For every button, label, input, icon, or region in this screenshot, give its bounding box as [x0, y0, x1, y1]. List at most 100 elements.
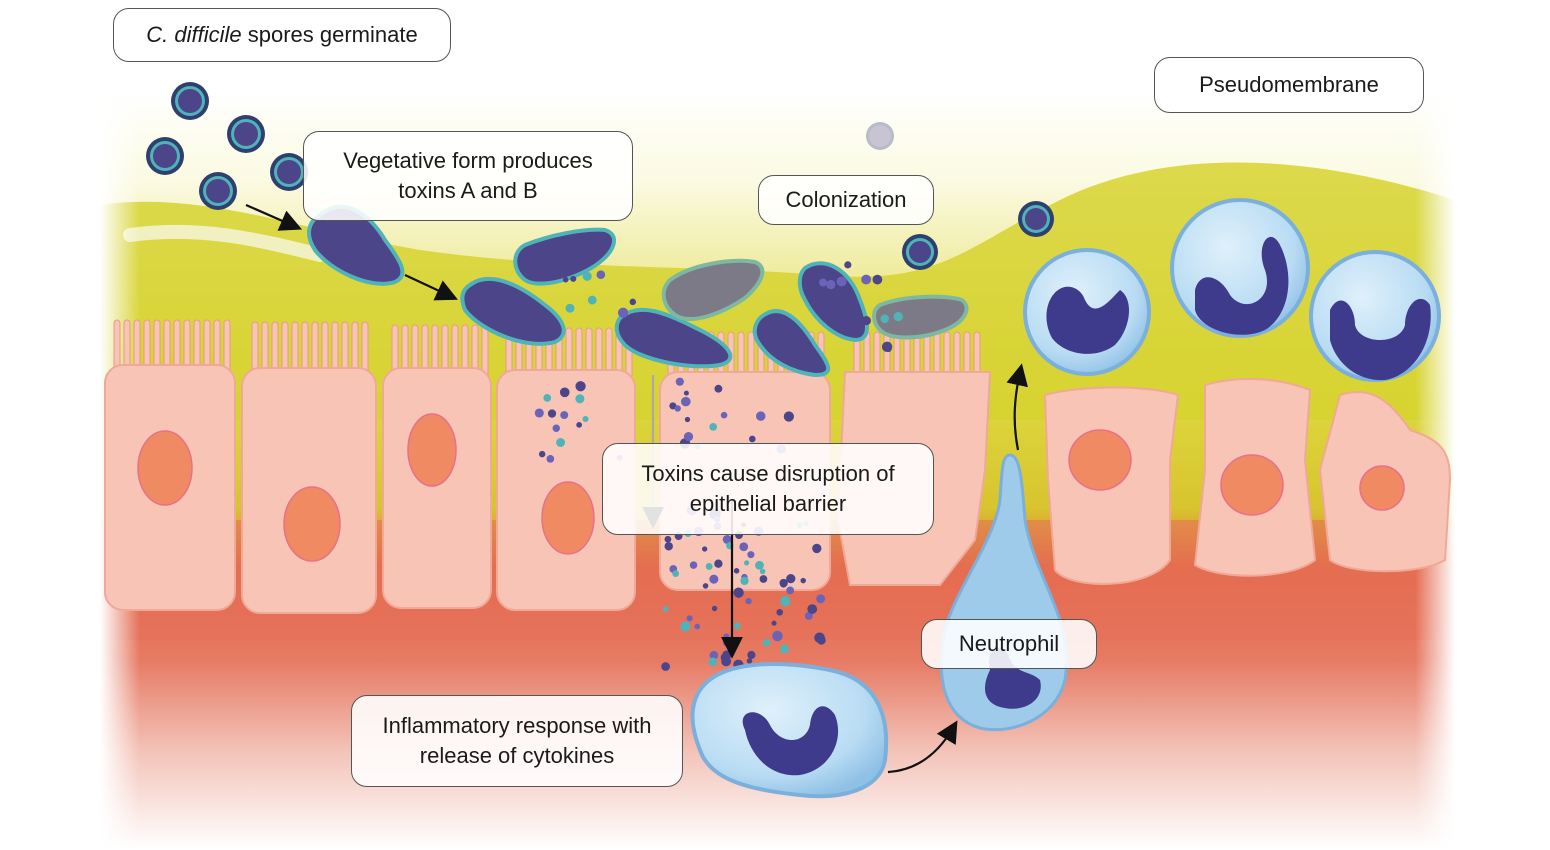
label-inflammatory-response: Inflammatory response with release of cy… — [351, 695, 683, 787]
toxin-particle — [664, 535, 672, 543]
cell-nucleus — [1359, 465, 1405, 511]
toxin-particle — [744, 560, 750, 566]
toxin-particle — [861, 316, 871, 326]
toxin-particle — [560, 411, 569, 420]
toxin-particle — [772, 630, 783, 642]
toxin-particle — [749, 435, 756, 443]
toxin-particle — [680, 621, 691, 632]
label-inflammatory-line2: release of cytokines — [419, 743, 615, 768]
cell-nucleus — [1220, 454, 1284, 516]
toxin-particle — [814, 632, 825, 644]
toxin-particle — [559, 387, 570, 398]
spore — [227, 115, 265, 153]
cell-nucleus — [137, 430, 193, 506]
toxin-particle — [733, 622, 741, 630]
toxin-particle — [711, 605, 718, 612]
label-vegetative-line2: toxins A and B — [398, 178, 538, 203]
toxin-particle — [720, 411, 728, 419]
toxin-particle — [547, 409, 557, 418]
toxin-particle — [538, 450, 546, 458]
neutrophil-cell — [1023, 248, 1151, 376]
toxin-particle — [705, 562, 713, 570]
toxin-particle — [779, 644, 789, 654]
vegetative-bacteria — [307, 204, 969, 378]
label-neutrophil-text: Neutrophil — [958, 631, 1060, 656]
toxin-particle — [596, 270, 606, 280]
spore — [270, 153, 308, 191]
toxin-particle — [576, 422, 582, 428]
toxin-particle — [664, 542, 673, 551]
cell-nucleus — [541, 481, 595, 555]
lamina-neutrophil — [690, 662, 889, 799]
toxin-particle — [755, 560, 764, 570]
toxin-particle — [681, 396, 691, 407]
label-vegetative-line1: Vegetative form produces — [343, 148, 593, 173]
label-vegetative-form: Vegetative form produces toxins A and B — [303, 131, 633, 221]
spore — [902, 234, 938, 270]
dead-bacterium — [661, 258, 765, 321]
toxin-particle — [861, 274, 872, 285]
spore — [1018, 201, 1054, 237]
label-pseudomembrane: Pseudomembrane — [1154, 57, 1424, 113]
toxin-particle — [629, 298, 637, 306]
toxin-particle — [844, 261, 852, 269]
toxin-particle — [745, 597, 752, 605]
toxin-particle — [702, 583, 709, 589]
label-inflammatory-line1: Inflammatory response with — [382, 713, 652, 738]
toxin-particle — [689, 561, 698, 569]
toxin-particle — [885, 346, 892, 352]
toxin-particle — [880, 314, 890, 323]
toxin-particle — [807, 604, 818, 614]
label-spores-germinate: C. difficile spores germinate — [113, 8, 451, 62]
toxin-particle — [714, 384, 723, 393]
label-colonization-text: Colonization — [785, 187, 907, 212]
toxin-particle — [683, 390, 689, 396]
arrow-icon — [1006, 363, 1028, 451]
toxin-particle — [722, 650, 732, 660]
toxin-particle — [733, 568, 740, 574]
neutrophils-pseudomembrane — [1023, 198, 1441, 382]
toxin-particle — [617, 307, 629, 318]
toxin-particle — [683, 431, 694, 442]
label-toxins-disruption: Toxins cause disruption of epithelial ba… — [602, 443, 934, 535]
spores — [146, 82, 1054, 270]
toxin-particle — [762, 638, 771, 647]
toxin-particle — [672, 570, 680, 577]
toxin-particle — [771, 620, 777, 626]
toxin-particle — [708, 657, 718, 667]
toxin-particle — [674, 405, 681, 412]
toxin-particle — [556, 438, 566, 447]
epithelial-cells — [104, 319, 1452, 614]
neutrophil-cell — [1170, 198, 1310, 338]
toxin-particle — [575, 394, 585, 404]
vegetative-bacterium — [797, 261, 869, 343]
vegetative-bacterium — [460, 276, 566, 346]
toxin-particle — [662, 606, 669, 612]
toxin-particle — [694, 623, 701, 630]
spore — [199, 172, 237, 210]
cell-nucleus — [407, 413, 457, 487]
arrow-icon — [245, 203, 303, 231]
toxin-particle — [740, 576, 749, 586]
spore — [171, 82, 209, 120]
toxin-particle — [546, 455, 555, 463]
toxin-particle — [786, 574, 796, 584]
label-toxins-line2: epithelial barrier — [689, 491, 847, 516]
toxin-particle — [723, 633, 730, 640]
toxin-particle — [582, 415, 589, 423]
label-neutrophil: Neutrophil — [921, 619, 1097, 669]
dead-bacterium — [872, 294, 969, 340]
vegetative-bacterium — [513, 227, 616, 286]
toxin-particle — [747, 650, 756, 660]
spore — [146, 137, 184, 175]
arrow-icon — [404, 274, 458, 301]
toxin-particle — [739, 542, 749, 552]
toxin-particle — [709, 574, 719, 584]
toxin-particle — [543, 394, 552, 402]
toxin-particle — [702, 546, 708, 552]
label-colonization: Colonization — [758, 175, 934, 225]
toxin-particle — [747, 551, 755, 559]
toxin-particle — [582, 271, 592, 281]
toxin-particle — [776, 608, 784, 616]
